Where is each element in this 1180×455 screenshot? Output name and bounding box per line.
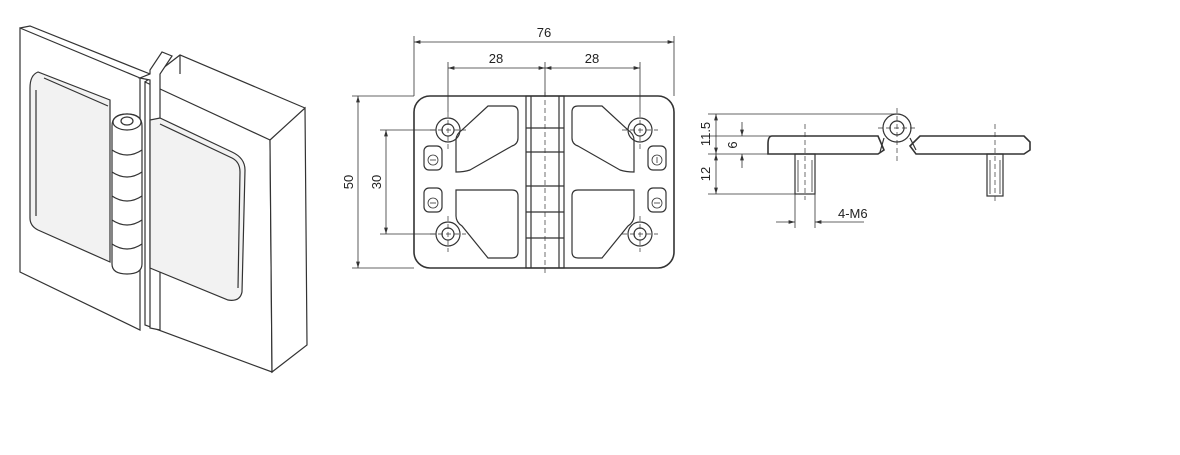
- dim-6-label: 6: [725, 141, 740, 148]
- right-hinge-plate: [149, 117, 246, 301]
- dim-28-left-label: 28: [489, 51, 503, 66]
- dim-overall-width: 76: [413, 25, 675, 96]
- dim-screw: 4-M6: [776, 194, 868, 228]
- right-lower-recess: [571, 189, 635, 259]
- left-lower-recess: [455, 189, 519, 259]
- hinge-side-view: 11.5 6 12 4-M6: [698, 108, 1031, 228]
- side-left-plate: [767, 135, 885, 155]
- dim-12-label: 12: [698, 167, 713, 181]
- hinge-barrel: [111, 113, 143, 275]
- dim-50-label: 50: [341, 175, 356, 189]
- dim-vertical-hole-spacing: 30: [369, 129, 436, 235]
- dim-30-label: 30: [369, 175, 384, 189]
- left-upper-recess: [455, 105, 519, 173]
- side-left-screw: [794, 153, 816, 195]
- right-glass-edge: [269, 106, 308, 374]
- hinge-outline: [413, 95, 675, 269]
- dim-4-m6-label: 4-M6: [838, 206, 868, 221]
- dim-76-label: 76: [537, 25, 551, 40]
- hinge-3d-view: [19, 25, 308, 374]
- dim-side: 11.5 6 12: [698, 113, 897, 195]
- dim-overall-height: 50: [341, 95, 414, 269]
- side-right-plate: [908, 135, 1031, 155]
- dim-28-right-label: 28: [585, 51, 599, 66]
- right-upper-recess: [571, 105, 635, 173]
- dim-11-5-label: 11.5: [698, 122, 713, 146]
- left-hinge-plate: [29, 71, 111, 263]
- dim-hole-spacing: 28 28: [447, 51, 641, 112]
- adjust-slots: [423, 145, 667, 213]
- hinge-front-view: 76 28 28 50 30: [341, 25, 675, 275]
